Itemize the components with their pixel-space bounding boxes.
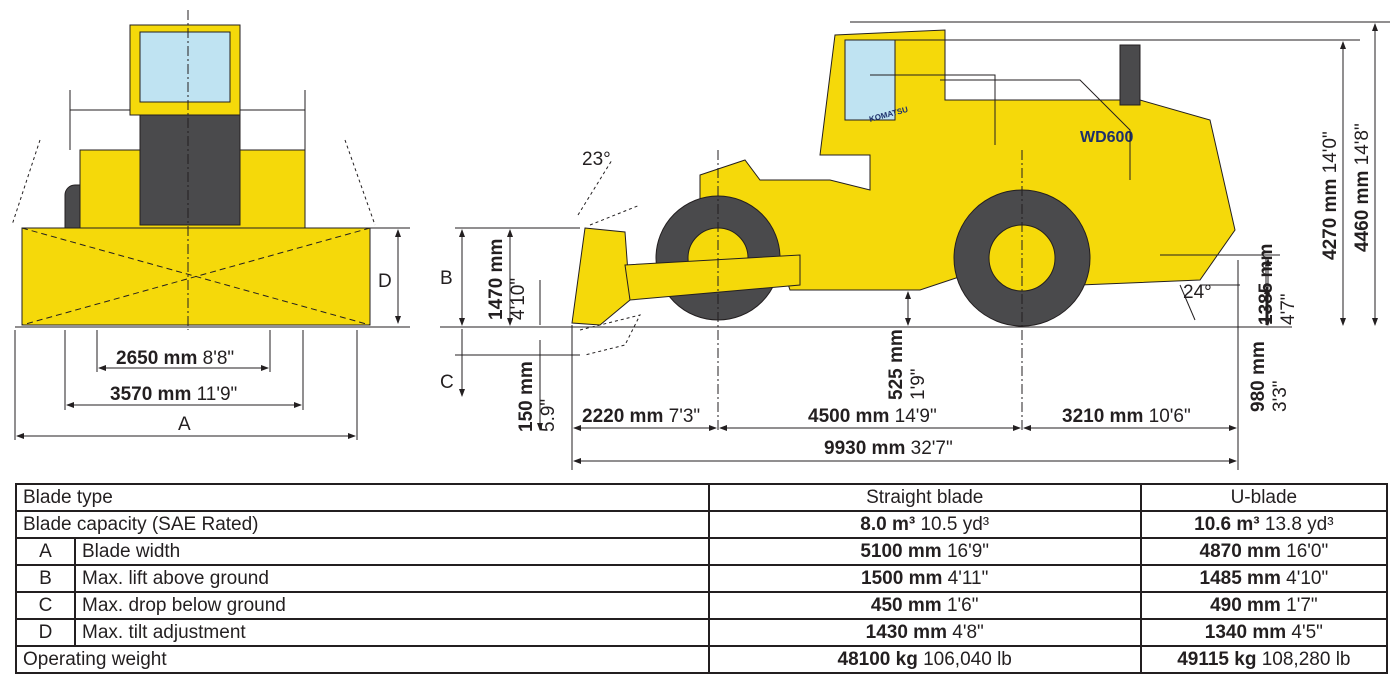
svg-text:2220 mm 7'3": 2220 mm 7'3": [582, 406, 700, 427]
dim-front-metric: 2220 mm: [582, 406, 663, 427]
dim-length-imperial: 32'7": [911, 438, 953, 459]
svg-text:4500 mm 14'9": 4500 mm 14'9": [808, 406, 937, 427]
header-blade-type: Blade type: [15, 483, 710, 512]
table-header-row: Blade type Straight blade U-blade: [15, 483, 1389, 512]
value-metric: 48100 kg: [837, 649, 918, 670]
row-label: Max. lift above ground: [74, 564, 710, 593]
value-metric: 1485 mm: [1199, 568, 1281, 589]
row-letter: B: [15, 564, 76, 593]
dim-track-metric: 2650 mm: [116, 348, 197, 369]
dim-width-metric: 3570 mm: [110, 384, 191, 405]
svg-text:3210 mm 10'6": 3210 mm 10'6": [1062, 406, 1191, 427]
side-blade: [571, 227, 631, 326]
value-imperial: 4'11": [947, 568, 989, 589]
value-metric: 49115 kg: [1177, 649, 1257, 670]
value-metric: 10.6 m³: [1194, 514, 1260, 535]
side-view-drawing: WD600 KOMATSU: [571, 29, 1236, 430]
label-d: D: [378, 271, 392, 292]
dim-rear-clear-metric: 980 mm: [1248, 341, 1269, 412]
value-metric: 1430 mm: [865, 622, 947, 643]
value-imperial: 4'8": [952, 622, 984, 643]
value-imperial: 1'7": [1286, 595, 1318, 616]
model-badge: WD600: [1080, 129, 1133, 146]
side-dimensions: 23° 24° B C 1470 mm4'10" 150 mm5.9" 525 …: [440, 21, 1390, 470]
value-metric: 8.0 m³: [860, 514, 916, 535]
dim-wheelbase-imperial: 14'9": [895, 406, 937, 427]
table-row: Operating weight 48100 kg 106,040 lb 491…: [15, 645, 1389, 674]
dim-cab-height-metric: 4270 mm: [1320, 179, 1341, 260]
value-metric: 4870 mm: [1199, 541, 1281, 562]
row-label: Max. tilt adjustment: [74, 618, 710, 647]
svg-text:980 mm3'3": 980 mm3'3": [1248, 341, 1291, 412]
value-imperial: 1'6": [946, 595, 979, 616]
table-row: C Max. drop below ground 450 mm 1'6" 490…: [15, 591, 1389, 620]
svg-text:2650 mm 8'8": 2650 mm 8'8": [116, 348, 234, 369]
value-metric: 5100 mm: [860, 541, 942, 562]
svg-text:525 mm1'9": 525 mm1'9": [886, 329, 929, 400]
value-imperial: 4'5": [1291, 622, 1323, 643]
header-u-blade: U-blade: [1139, 483, 1389, 512]
svg-text:1385 mm4'7": 1385 mm4'7": [1256, 244, 1299, 325]
label-a: A: [178, 414, 191, 435]
svg-text:4270 mm 14'0": 4270 mm 14'0": [1320, 131, 1341, 260]
front-dimensions: D 2650 mm 8'8" 3570 mm 11'9" A: [14, 227, 410, 440]
value-imperial: 10.5 yd³: [920, 514, 990, 535]
row-letter: A: [15, 537, 76, 566]
angle-rear: 24°: [1183, 282, 1212, 303]
dim-cab-height-imperial: 14'0": [1320, 131, 1341, 173]
dim-rear-imperial: 10'6": [1149, 406, 1191, 427]
dim-rear-height-metric: 1385 mm: [1256, 244, 1277, 325]
value-imperial: 13.8 yd³: [1264, 514, 1334, 535]
dim-clearance-imperial: 1'9": [908, 368, 929, 400]
dim-drop-metric: 150 mm: [516, 361, 537, 432]
dim-drop-imperial: 5.9": [538, 399, 559, 432]
value-imperial: 4'10": [1286, 568, 1329, 589]
value-imperial: 106,040 lb: [923, 649, 1012, 670]
dim-rear-clear-imperial: 3'3": [1270, 380, 1291, 412]
svg-text:1470 mm4'10": 1470 mm4'10": [486, 239, 529, 320]
value-imperial: 16'9": [946, 541, 990, 562]
label-c: C: [440, 372, 454, 393]
value-metric: 1500 mm: [861, 568, 943, 589]
dim-lift-metric: 1470 mm: [486, 239, 507, 320]
angle-blade: 23°: [582, 149, 611, 170]
table-row: A Blade width 5100 mm 16'9" 4870 mm 16'0…: [15, 537, 1389, 566]
row-letter: C: [15, 591, 76, 620]
dim-lift-imperial: 4'10": [508, 278, 529, 320]
svg-text:3570 mm 11'9": 3570 mm 11'9": [110, 384, 237, 405]
blade-spec-table: Blade type Straight blade U-blade Blade …: [15, 483, 1389, 674]
value-metric: 450 mm: [870, 595, 942, 616]
value-imperial: 16'0": [1286, 541, 1329, 562]
label-b: B: [440, 268, 453, 289]
dim-wheelbase-metric: 4500 mm: [808, 406, 889, 427]
dim-rear-metric: 3210 mm: [1062, 406, 1143, 427]
svg-text:4460 mm 14'8": 4460 mm 14'8": [1352, 123, 1373, 252]
dim-rear-height-imperial: 4'7": [1278, 293, 1299, 325]
dim-total-height-imperial: 14'8": [1352, 123, 1373, 165]
row-letter: D: [15, 618, 76, 647]
table-row: Blade capacity (SAE Rated) 8.0 m³ 10.5 y…: [15, 510, 1389, 539]
row-label: Operating weight: [15, 645, 710, 674]
row-label: Blade width: [74, 537, 710, 566]
dim-track-imperial: 8'8": [203, 348, 235, 369]
dim-clearance-metric: 525 mm: [886, 329, 907, 400]
table-row: B Max. lift above ground 1500 mm 4'11" 1…: [15, 564, 1389, 593]
row-label: Max. drop below ground: [74, 591, 710, 620]
dim-width-imperial: 11'9": [197, 384, 238, 405]
table-row: D Max. tilt adjustment 1430 mm 4'8" 1340…: [15, 618, 1389, 647]
value-imperial: 108,280 lb: [1261, 649, 1351, 670]
value-metric: 490 mm: [1210, 595, 1281, 616]
dimension-diagram: D 2650 mm 8'8" 3570 mm 11'9" A WD600 KOM…: [11, 10, 1390, 470]
header-straight-blade: Straight blade: [707, 483, 1142, 512]
row-label: Blade capacity (SAE Rated): [15, 510, 710, 539]
dim-total-height-metric: 4460 mm: [1352, 171, 1373, 252]
svg-text:150 mm5.9": 150 mm5.9": [516, 361, 559, 432]
value-metric: 1340 mm: [1204, 622, 1287, 643]
svg-text:9930 mm 32'7": 9930 mm 32'7": [824, 438, 953, 459]
dim-front-imperial: 7'3": [669, 406, 701, 427]
dim-length-metric: 9930 mm: [824, 438, 905, 459]
front-view-drawing: [11, 10, 376, 330]
